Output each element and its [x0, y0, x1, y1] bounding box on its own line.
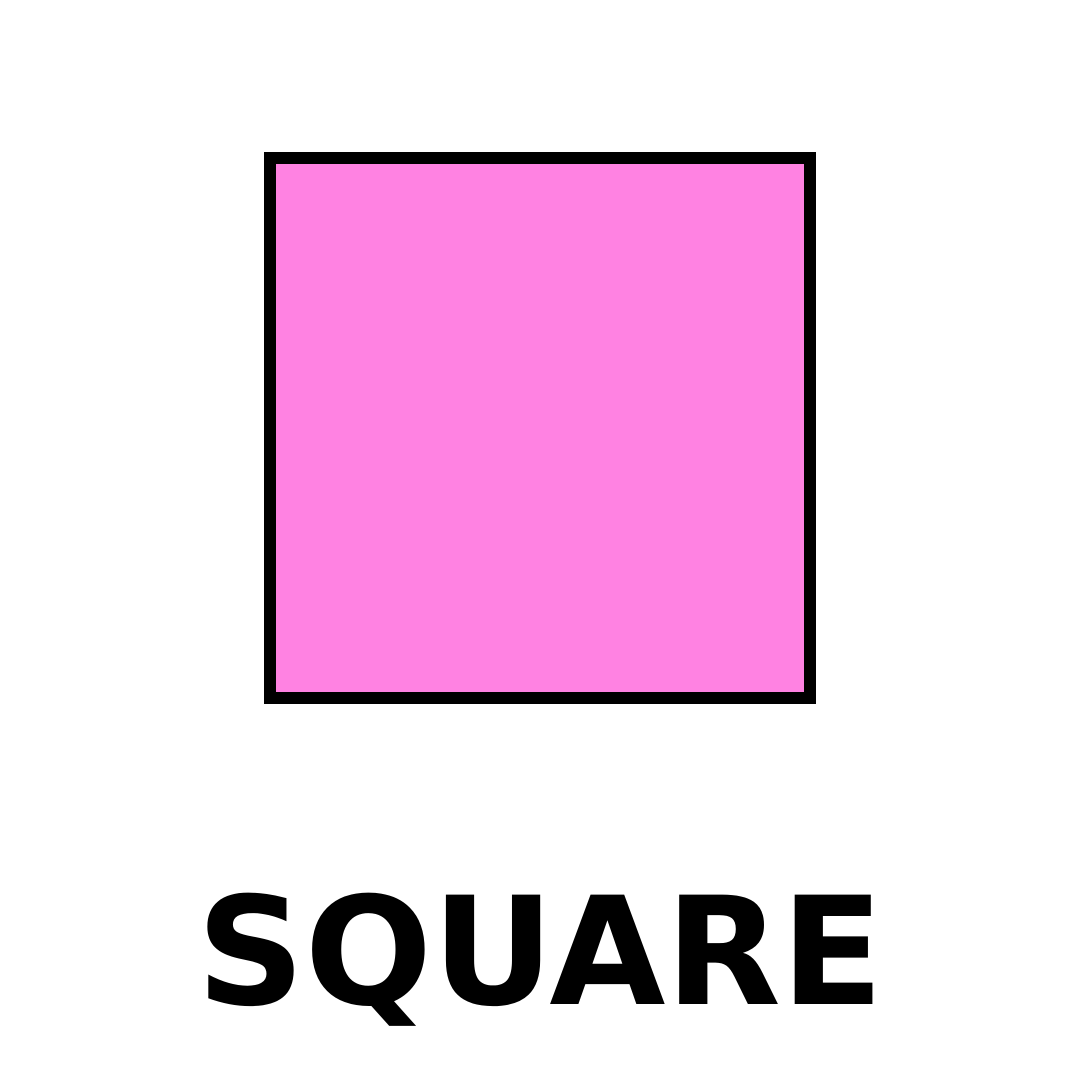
square-shape [264, 152, 816, 704]
shape-name-label: SQUARE [196, 866, 884, 1040]
